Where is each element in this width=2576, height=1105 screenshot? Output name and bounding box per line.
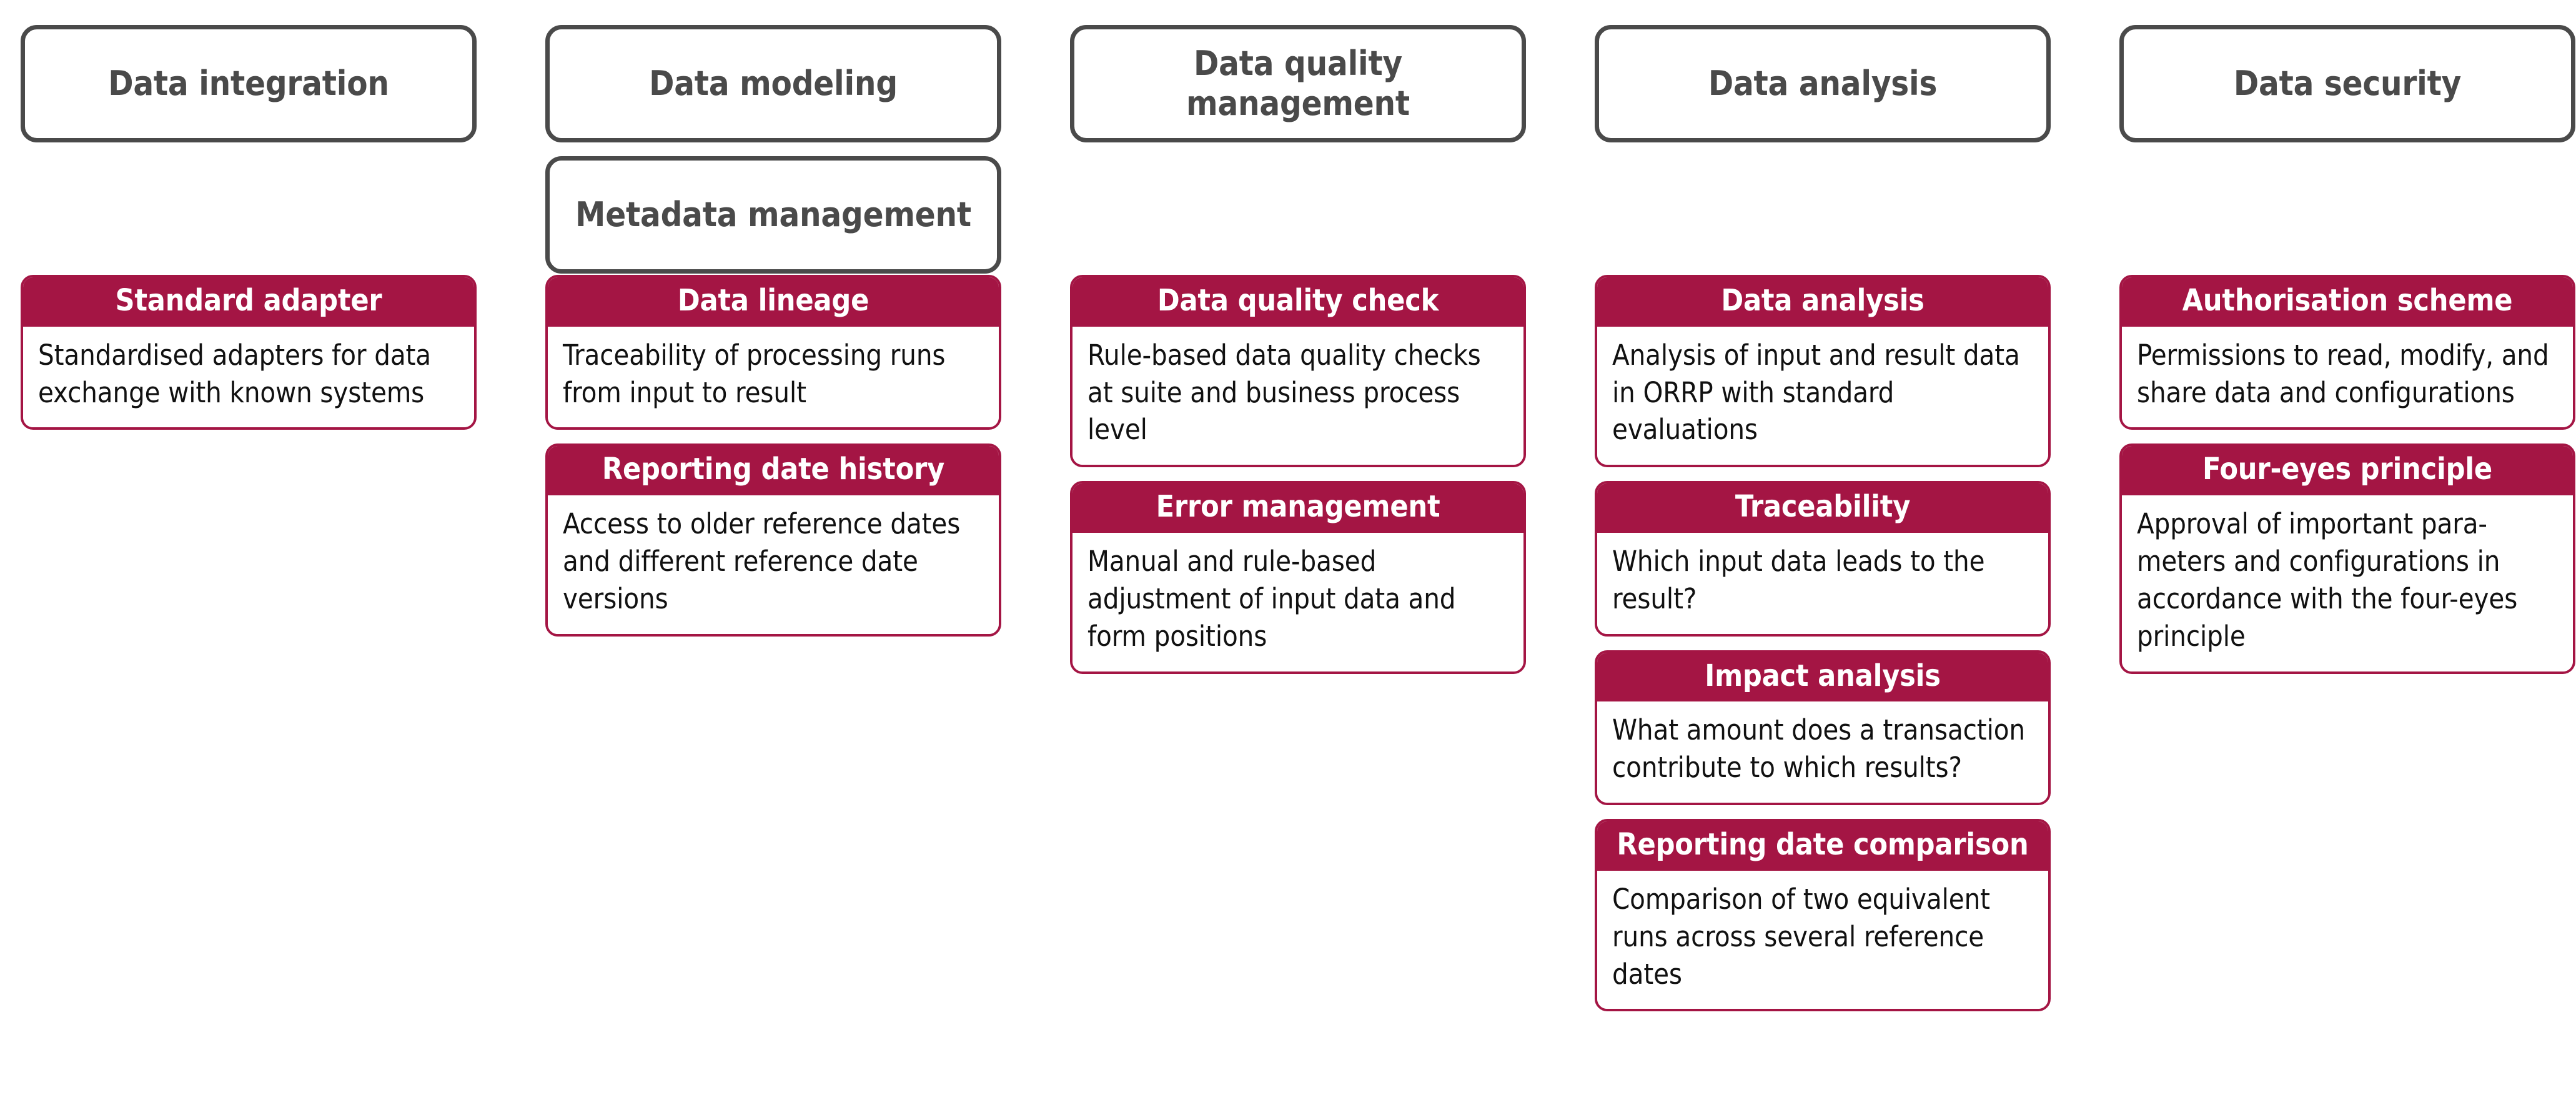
feature-card-title: Authorisation scheme: [2122, 277, 2573, 327]
layout-spacer: [2119, 142, 2575, 275]
feature-card-title: Data quality check: [1073, 277, 1523, 327]
layout-spacer: [21, 142, 477, 275]
feature-card-title: Four-eyes principle: [2122, 446, 2573, 496]
category-label: Data quality management: [1186, 44, 1410, 123]
category-label: Data security: [2233, 64, 2462, 104]
subcategory-label: Metadata management: [575, 195, 971, 235]
feature-card-description: Access to older reference dates and diff…: [548, 495, 999, 634]
category-header-data-quality-management[interactable]: Data quality management: [1070, 25, 1526, 142]
feature-card-title: Standard adapter: [23, 277, 474, 327]
feature-card-title: Reporting date history: [548, 446, 999, 496]
feature-card-description: Analysis of input and result data in ORR…: [1597, 326, 2048, 465]
feature-card-description: Standardised adapters for data exchange …: [23, 326, 474, 428]
feature-card-title: Data lineage: [548, 277, 999, 327]
subcategory-box-data-modeling[interactable]: Metadata management: [545, 156, 1001, 274]
feature-card-description: Approval of important para-meters and co…: [2122, 495, 2573, 671]
category-label: Data analysis: [1708, 64, 1938, 104]
feature-card-description: Manual and rule-based adjustment of inpu…: [1073, 533, 1523, 671]
feature-card-description: Comparison of two equivalent runs across…: [1597, 870, 2048, 1009]
feature-card-title: Reporting date comparison: [1597, 821, 2048, 871]
category-header-data-analysis[interactable]: Data analysis: [1595, 25, 2051, 142]
feature-card-title: Impact analysis: [1597, 652, 2048, 702]
feature-card-title: Error management: [1073, 483, 1523, 533]
layout-spacer: [1595, 142, 2051, 275]
feature-card-description: Traceability of processing runs from inp…: [548, 326, 999, 428]
layout-spacer: [1070, 142, 1526, 275]
category-header-data-modeling[interactable]: Data modeling: [545, 25, 1001, 142]
feature-card-description: Permissions to read, modify, and share d…: [2122, 326, 2573, 428]
feature-card-title: Traceability: [1597, 483, 2048, 533]
feature-card-description: Which input data leads to the result?: [1597, 533, 2048, 634]
category-label: Data integration: [108, 64, 389, 104]
feature-card-title: Data analysis: [1597, 277, 2048, 327]
category-header-data-security[interactable]: Data security: [2119, 25, 2575, 142]
feature-card-description: What amount does a transaction contribut…: [1597, 701, 2048, 803]
feature-card-description: Rule-based data quality checks at suite …: [1073, 326, 1523, 465]
category-header-data-integration[interactable]: Data integration: [21, 25, 477, 142]
category-label: Data modeling: [649, 64, 898, 104]
